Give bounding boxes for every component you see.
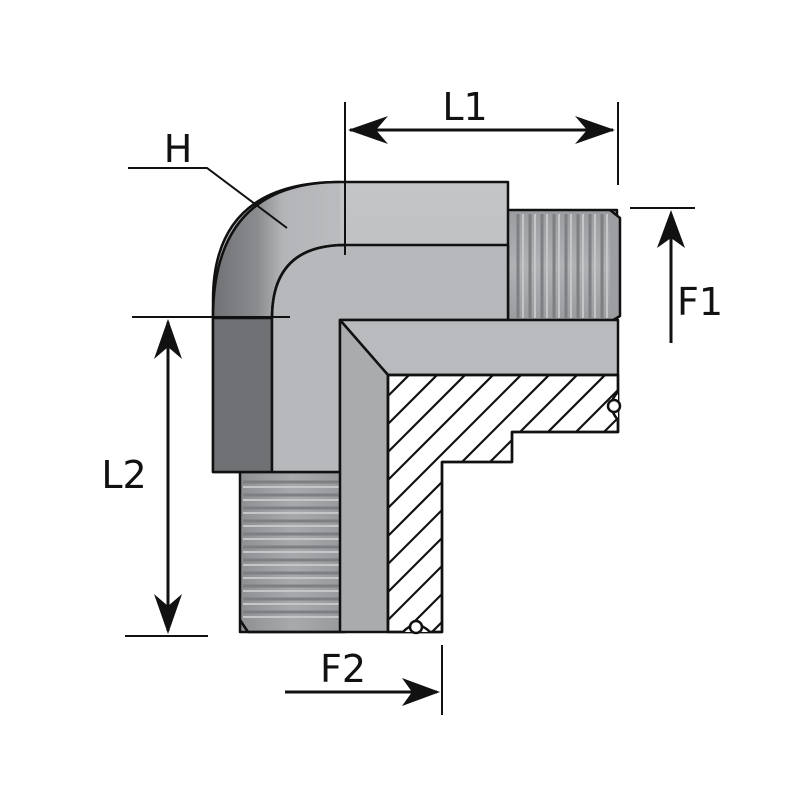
hatch-line (388, 375, 597, 632)
bottom-thread (238, 468, 347, 634)
seal-ring-right (606, 391, 622, 421)
section-cutaway (338, 318, 622, 635)
hatch-line (587, 375, 618, 632)
label-l2: L2 (101, 453, 146, 497)
callout-h: H (128, 127, 288, 229)
elbow-body (211, 180, 510, 474)
dimension-f2: F2 (285, 645, 443, 715)
label-h: H (164, 127, 193, 171)
label-f1: F1 (677, 280, 723, 324)
right-thread (503, 208, 622, 324)
dimension-l2: L2 (101, 316, 290, 637)
label-l1: L1 (442, 85, 487, 129)
hatch-line (388, 375, 618, 632)
label-f2: F2 (320, 647, 366, 691)
dimension-f1: F1 (630, 207, 723, 343)
dimension-l1: L1 (344, 85, 619, 255)
seal-ring-bottom (402, 619, 431, 635)
